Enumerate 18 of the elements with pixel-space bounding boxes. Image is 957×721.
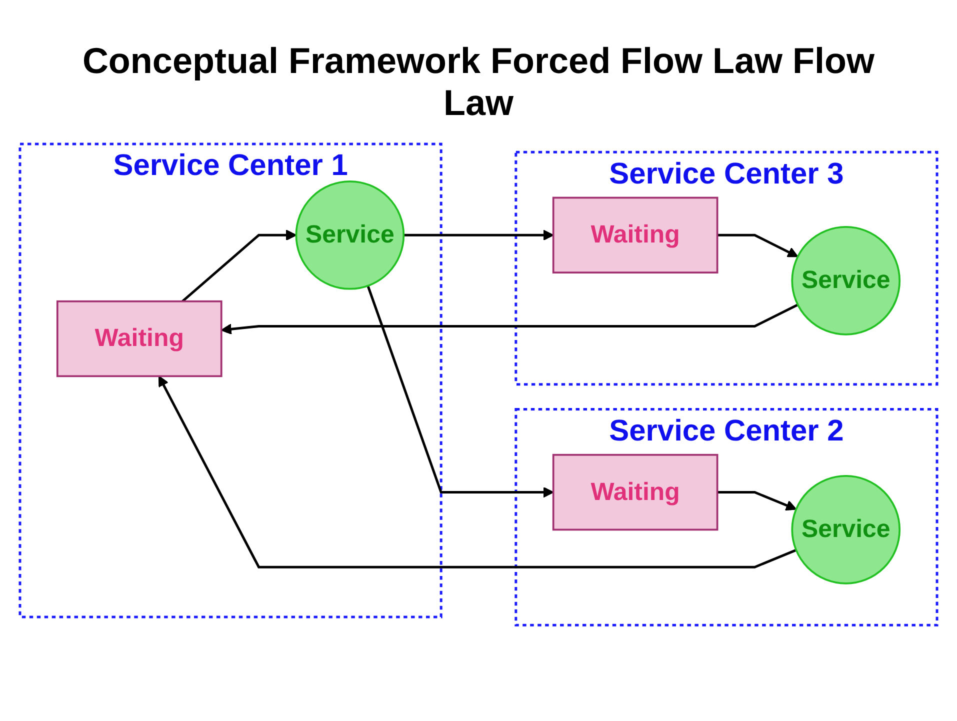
flowchart: Service Center 3 Service Center 2 Service Center 1 Waiting Service Waiting Service Waiting Service (10, 134, 947, 636)
node-box (56, 300, 222, 378)
node-circle (791, 226, 901, 336)
arrow (158, 376, 797, 568)
cluster (514, 408, 938, 626)
arrow (366, 285, 554, 498)
node-circle (295, 180, 405, 290)
arrow (717, 234, 798, 258)
arrow (220, 304, 798, 335)
diagram-title: Conceptual Framework Forced Flow Law Flow Law (81, 40, 876, 124)
arrow (404, 230, 554, 241)
node-box (552, 196, 718, 274)
node-circle (791, 475, 901, 584)
cluster (514, 150, 938, 386)
node-box (552, 454, 718, 531)
arrow (717, 491, 797, 511)
cluster (18, 142, 442, 618)
arrow (182, 230, 297, 302)
